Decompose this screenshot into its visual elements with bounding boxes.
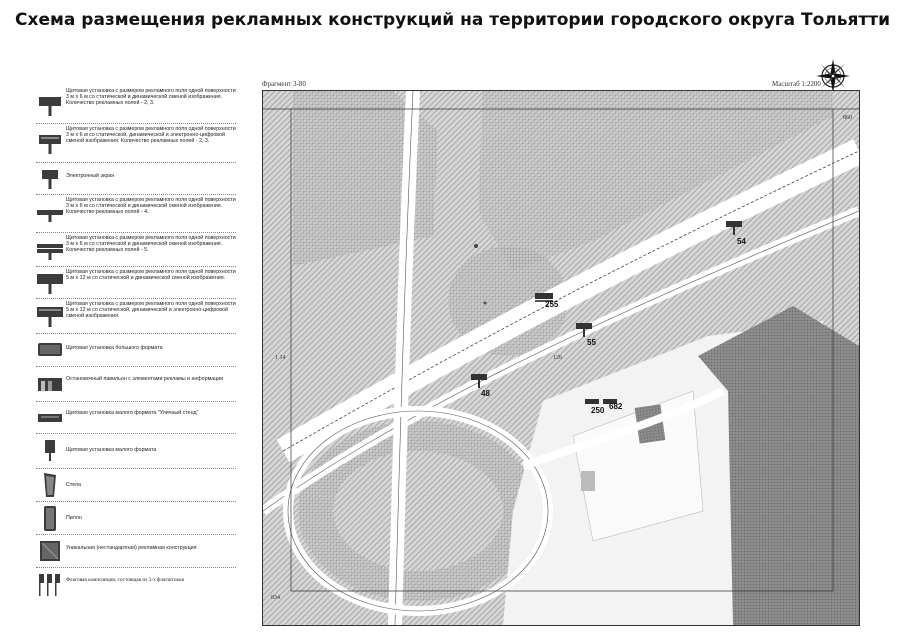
legend-text: Щитовая установка с размером рекламного …: [66, 301, 236, 320]
marker-number: 250: [591, 406, 605, 415]
unique-structure-icon: [40, 541, 60, 561]
edge-label: 126: [553, 355, 562, 361]
legend-text: Щитовая установка малого формата: [66, 447, 157, 453]
legend-text: Пилон: [66, 515, 82, 521]
legend-item: Электронный экран: [36, 163, 236, 195]
billboard-3x6-digital-icon: [39, 135, 61, 154]
legend-text: Щитовая установка малого формата "Уличны…: [66, 410, 199, 416]
legend-text: Электронный экран: [66, 173, 115, 179]
marker-number: 55: [587, 338, 596, 347]
compass-rose-icon: [816, 59, 850, 93]
legend-item: Щитовая установка с размером рекламного …: [36, 299, 236, 334]
page-title: Схема размещения рекламных конструкций н…: [15, 10, 890, 30]
legend-item: Щитовая установка большого формата: [36, 334, 236, 367]
billboard-5x12-digital-icon: [37, 307, 63, 327]
ad-marker[interactable]: 682: [603, 399, 623, 411]
legend-text: Щитовая установка с размером рекламного …: [66, 235, 236, 254]
ad-marker[interactable]: 54: [726, 221, 746, 246]
legend-item: Щитовая установка с размером рекламного …: [36, 267, 236, 299]
legend-text: Щитовая установка с размером рекламного …: [66, 269, 236, 282]
legend-item: Щитовая установка малого формата: [36, 434, 236, 469]
legend-item: Щитовая установка с размером рекламного …: [36, 195, 236, 233]
stele-icon: [44, 473, 56, 497]
legend-text: Щитовая установка с размером рекламного …: [66, 88, 236, 107]
billboard-3x6-five-icon: [37, 243, 63, 260]
legend-text: Щитовая установка большого формата: [66, 345, 163, 351]
legend-text: Щитовая установка с размером рекламного …: [66, 197, 236, 216]
marker-number: 255: [545, 300, 559, 309]
ad-marker[interactable]: 48: [471, 374, 490, 398]
legend-text: Флаговая композиция, состоящая из 3-х фл…: [66, 577, 184, 583]
small-format-billboard-icon: [45, 440, 55, 461]
marker-number: 48: [481, 389, 490, 398]
flag-composition-icon: [39, 573, 60, 596]
legend-item: Остановочный павильон с элементами рекла…: [36, 367, 236, 402]
legend-item: Щитовая установка с размером рекламного …: [36, 124, 236, 163]
edge-label: 834: [271, 595, 280, 601]
map-canvas[interactable]: 860 126 1 14 834 54 255 55 48 250: [263, 91, 859, 625]
legend-text: Уникальная (нестандартная) рекламная кон…: [66, 545, 197, 551]
legend: Щитовая установка с размером рекламного …: [36, 86, 236, 599]
ad-marker[interactable]: 55: [576, 323, 596, 347]
bus-stop-pavilion-icon: [38, 378, 62, 391]
legend-item: Щитовая установка малого формата "Уличны…: [36, 402, 236, 434]
legend-item: Пилон: [36, 502, 236, 535]
electronic-screen-icon: [42, 169, 58, 189]
legend-item: Флаговая композиция, состоящая из 3-х фл…: [36, 568, 236, 599]
edge-label: 1 14: [275, 355, 286, 361]
fragment-label: Фрагмент 3-80: [262, 80, 306, 88]
edge-label: 860: [843, 115, 852, 121]
billboard-3x6-icon: [39, 96, 61, 116]
legend-item: Щитовая установка с размером рекламного …: [36, 86, 236, 124]
large-format-billboard-icon: [38, 343, 62, 356]
legend-item: Стела: [36, 469, 236, 502]
marker-number: 54: [737, 237, 746, 246]
billboard-5x12-icon: [37, 273, 63, 294]
legend-item: Уникальная (нестандартная) рекламная кон…: [36, 535, 236, 568]
legend-text: Стела: [66, 482, 81, 488]
marker-number: 682: [609, 402, 623, 411]
legend-text: Остановочный павильон с элементами рекла…: [66, 376, 224, 382]
ad-marker[interactable]: 250: [585, 399, 605, 415]
map-view[interactable]: 860 126 1 14 834 54 255 55 48 250: [262, 90, 860, 626]
pylon-icon: [44, 506, 56, 531]
scale-label: Масштаб 1:2200: [772, 80, 821, 88]
legend-text: Щитовая установка с размером рекламного …: [66, 126, 236, 145]
billboard-3x6-four-icon: [37, 209, 63, 222]
legend-item: Щитовая установка с размером рекламного …: [36, 233, 236, 267]
small-format-stand-icon: [38, 413, 62, 422]
ad-marker[interactable]: 255: [535, 293, 559, 309]
